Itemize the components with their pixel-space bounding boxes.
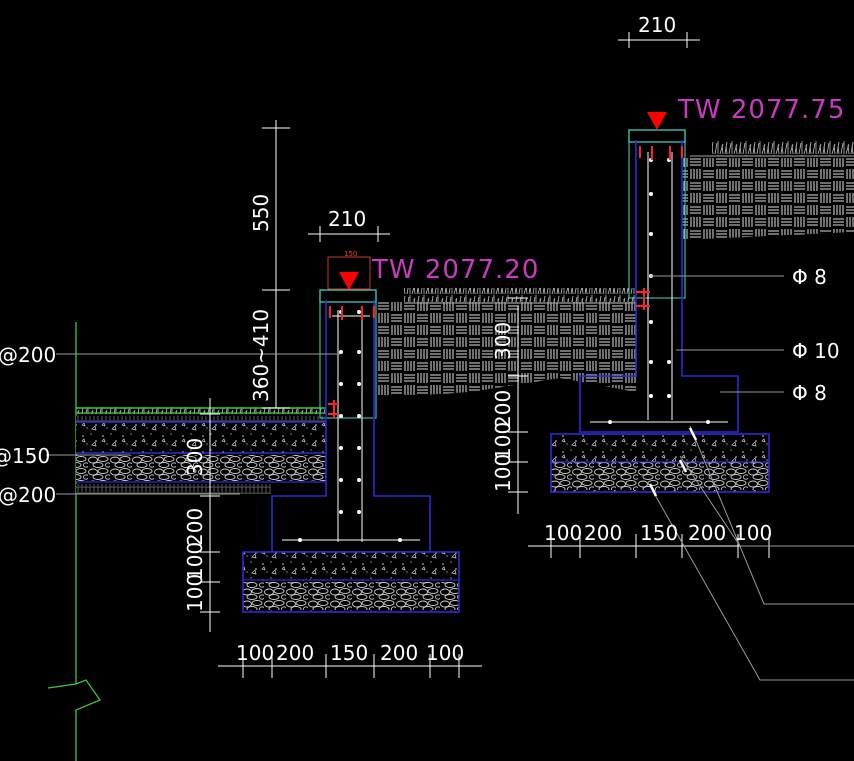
left-top-width-dim: 210 [328,207,366,231]
right-vertical-dim-300: 300 [491,322,515,360]
left-level-label: TW 2077.20 [371,255,539,285]
left-height-upper-dim: 550 [249,194,273,232]
left-footing-dim: 200 [276,641,314,665]
left-footing-dim: 150 [330,641,368,665]
left-callout-spacing: @200 [0,483,56,507]
left-footing-dim: 100 [236,641,274,665]
right-top-width-dim: 210 [638,13,676,37]
right-backfill [682,140,854,240]
dimension-lines [200,32,790,678]
left-vertical-dim-200: 200 [183,508,207,546]
right-footing-dim: 100 [544,521,582,545]
left-paving-layers [76,406,326,494]
left-callout-spacing: @150 [0,444,50,468]
right-callout-rebar: Φ 10 [792,339,840,363]
right-vertical-dim-100a: 100 [491,422,515,460]
left-backfill [378,288,636,398]
left-vertical-dim-300: 300 [183,438,207,476]
left-footing-dim: 100 [426,641,464,665]
left-wall [242,256,460,613]
right-wall [550,112,770,493]
left-cap-width-dim: 150 [344,250,357,258]
left-callout-spacing: @200 [0,343,56,367]
right-level-label: TW 2077.75 [677,95,845,125]
callout-leaders [46,275,854,681]
right-footing-dim: 150 [640,521,678,545]
right-footing-dim: 200 [688,521,726,545]
left-footing-dim: 200 [380,641,418,665]
right-vertical-dim-100b: 100 [491,454,515,492]
right-footing-dim: 100 [734,521,772,545]
leader-dashes [648,427,698,497]
right-callout-rebar: Φ 8 [792,381,827,405]
right-callout-rebar: Φ 8 [792,265,827,289]
left-height-lower-dim: 360~410 [249,309,273,402]
left-vertical-dim-100a: 100 [183,542,207,580]
right-footing-dim: 200 [584,521,622,545]
right-vertical-dim-200: 200 [491,390,515,428]
green-break-line [47,322,101,761]
left-vertical-dim-100b: 100 [183,574,207,612]
